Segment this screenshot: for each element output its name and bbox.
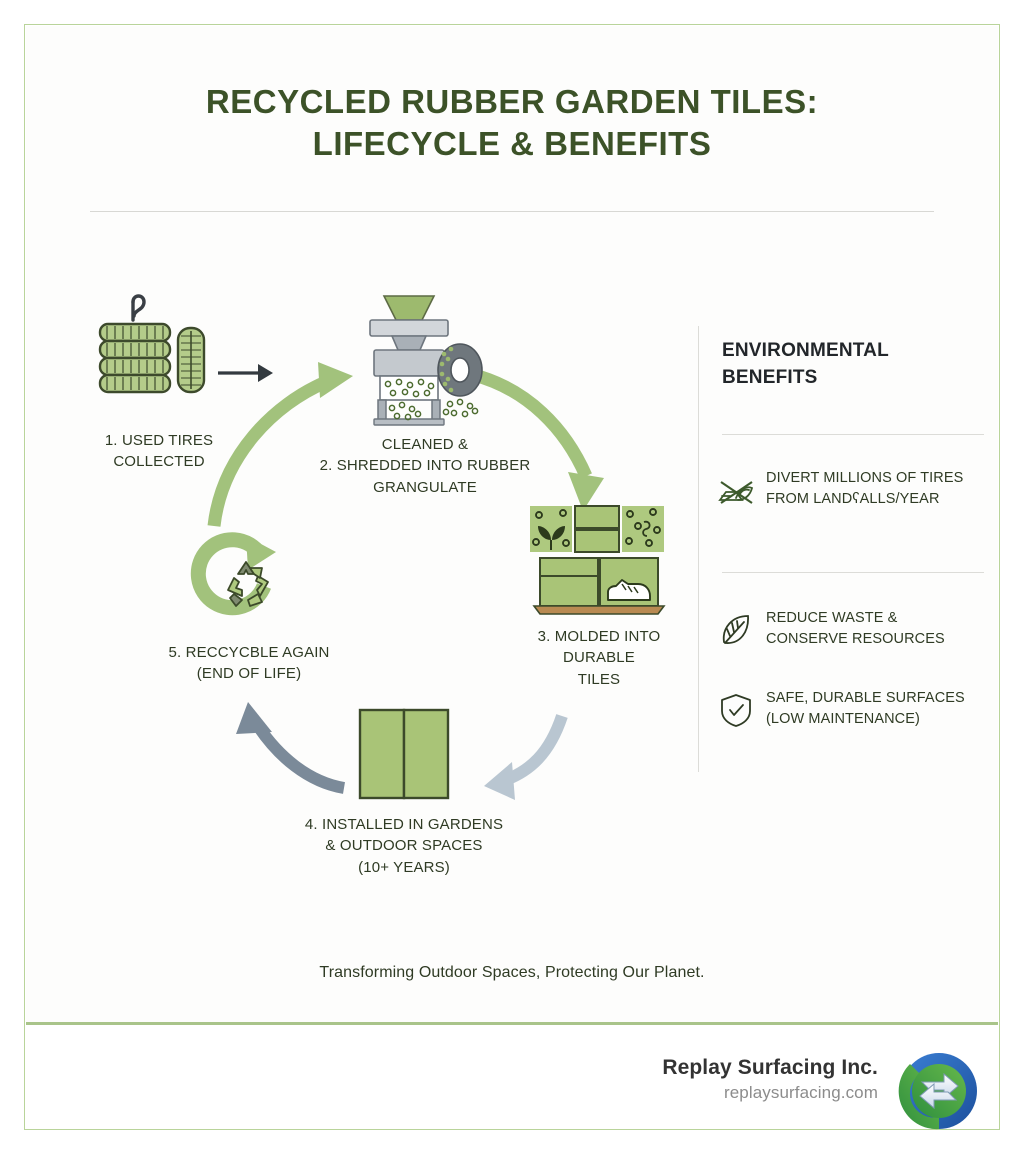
step-label-line-2: (END OF LIFE) bbox=[196, 665, 302, 683]
benefit-text: REDUCE WASTE & CONSERVE RESOURCES bbox=[766, 608, 998, 650]
molded-tiles-icon bbox=[522, 496, 672, 625]
recycling-circle-logo bbox=[898, 1050, 980, 1132]
page-frame bbox=[24, 24, 1000, 1130]
benefit-text: SAFE, DURABLE SURFACES (LOW MAINTENANCE) bbox=[766, 688, 998, 730]
benefit-line-2: FROM LANDʕALLS/YEAR bbox=[766, 491, 940, 508]
benefit-text: DIVERT MILLIONS OF TIRES FROM LANDʕALLS/… bbox=[766, 468, 998, 510]
arrow-head-to-installed bbox=[484, 762, 515, 800]
arrow-curve-to-installed bbox=[498, 714, 568, 788]
step-label-line-1: CLEANED & bbox=[381, 436, 469, 453]
step-label-line-2: & OUTDOOR SPACES bbox=[325, 837, 483, 855]
shield-check-icon bbox=[716, 690, 756, 730]
step-label-line-2: DURABLE bbox=[563, 649, 635, 667]
step-label-shredded: CLEANED & 2. SHREDDED INTO RUBBER GRANGU… bbox=[288, 434, 562, 498]
benefit-line-2: CONSERVE RESOURCES bbox=[766, 631, 945, 648]
panel-heading: ENVIRONMENTAL BENEFITS bbox=[722, 338, 982, 392]
step-label-line-1: 4. INSTALLED IN GARDENS bbox=[304, 816, 504, 833]
content-card: RECYCLED RUBBER GARDEN TILES: LIFECYCLE … bbox=[26, 26, 998, 1022]
step-label-molded-tiles: 3. MOLDED INTO DURABLE TILES bbox=[504, 626, 694, 690]
company-name: Replay Surfacing Inc. bbox=[662, 1056, 878, 1079]
installed-tiles-icon bbox=[356, 706, 452, 807]
benefit-line-2: (LOW MAINTENANCE) bbox=[766, 711, 920, 728]
panel-divider-2 bbox=[722, 572, 984, 573]
arrow-curve-to-recycle bbox=[253, 722, 346, 794]
step-label-line-3: GRANGULATE bbox=[373, 478, 477, 496]
benefit-line-1: REDUCE WASTE & bbox=[766, 610, 898, 626]
title-divider bbox=[90, 211, 934, 212]
footer: Replay Surfacing Inc. replaysurfacing.co… bbox=[26, 1036, 998, 1136]
company-website[interactable]: replaysurfacing.com bbox=[723, 1083, 878, 1102]
shredder-machine-icon bbox=[348, 286, 498, 437]
step-label-line-1: 5. RECCYCBLE AGAIN bbox=[168, 644, 330, 661]
step-label-used-tires: 1. USED TIRES COLLECTED bbox=[44, 430, 274, 473]
step-label-line-3: TILES bbox=[577, 670, 621, 688]
panel-divider-1 bbox=[722, 434, 984, 435]
page-title: RECYCLED RUBBER GARDEN TILES: LIFECYCLE … bbox=[26, 81, 998, 165]
step-label-line-1: 3. MOLDED INTO bbox=[537, 628, 661, 645]
panel-vertical-divider bbox=[698, 326, 699, 772]
environmental-benefits-panel: ENVIRONMENTAL BENEFITS bbox=[674, 26, 998, 1022]
recycle-loop-icon bbox=[176, 524, 296, 639]
title-line-1: RECYCLED RUBBER GARDEN TILES: bbox=[205, 83, 819, 120]
lifecycle-diagram: 1. USED TIRES COLLECTED bbox=[26, 26, 674, 1022]
stacked-tires-icon bbox=[86, 288, 216, 423]
tagline: Transforming Outdoor Spaces, Protecting … bbox=[319, 964, 705, 981]
step-label-installed: 4. INSTALLED IN GARDENS & OUTDOOR SPACES… bbox=[274, 814, 534, 878]
step-label-line-1: 1. USED TIRES bbox=[104, 432, 214, 449]
footer-brand: Replay Surfacing Inc. replaysurfacing.co… bbox=[662, 1056, 878, 1103]
panel-heading-line-1: ENVIRONMENTAL bbox=[722, 340, 889, 361]
leaf-icon bbox=[716, 610, 756, 650]
benefit-line-1: DIVERT MILLIONS OF TIRES bbox=[766, 470, 964, 486]
step-label-recycle-again: 5. RECCYCBLE AGAIN (END OF LIFE) bbox=[134, 642, 364, 685]
panel-heading-line-2: BENEFITS bbox=[722, 366, 818, 388]
step-label-line-3: (10+ YEARS) bbox=[358, 858, 450, 876]
benefit-line-1: SAFE, DURABLE SURFACES bbox=[766, 690, 965, 706]
straight-arrow-icon bbox=[218, 364, 273, 382]
step-label-line-2: COLLECTED bbox=[113, 453, 205, 471]
no-landfill-icon bbox=[716, 470, 756, 510]
title-line-2: LIFECYCLE & BENEFITS bbox=[312, 125, 712, 163]
arrow-head-to-recycle bbox=[236, 702, 272, 734]
step-label-line-2: 2. SHREDDED INTO RUBBER bbox=[319, 457, 531, 475]
footer-divider bbox=[26, 1022, 998, 1025]
